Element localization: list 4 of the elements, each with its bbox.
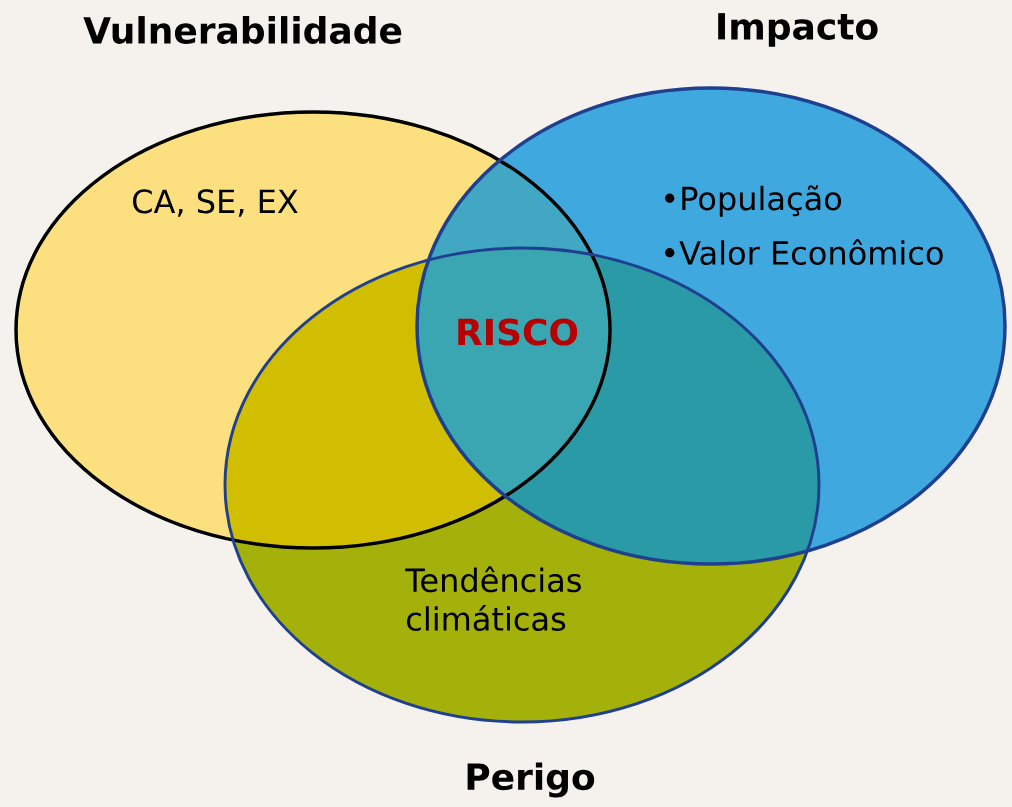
node-label: Impacto xyxy=(718,13,878,47)
center-label: RISCO xyxy=(458,318,578,346)
node-label: Perigo xyxy=(467,762,595,798)
node-label: Vulnerabilidade xyxy=(83,16,402,44)
